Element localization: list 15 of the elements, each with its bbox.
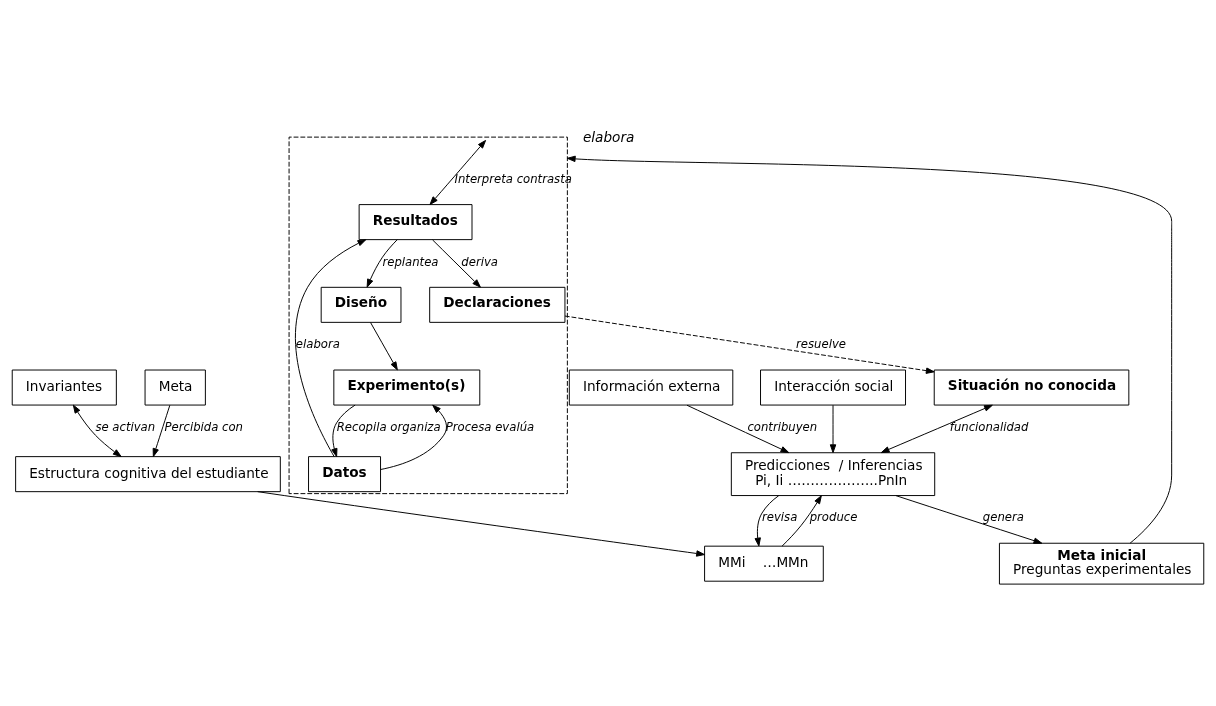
edge-label: revisa bbox=[761, 510, 798, 525]
edge-label: genera bbox=[982, 510, 1024, 525]
edge-label: Recopila organiza bbox=[336, 419, 441, 434]
edge-label: replantea bbox=[382, 254, 439, 269]
edge-label: se activan bbox=[95, 419, 156, 434]
label: elabora bbox=[582, 129, 635, 146]
edge-label: contribuyen bbox=[747, 419, 818, 434]
edge-label: Procesa evalúa bbox=[445, 419, 535, 434]
edge-label: Interpreta contrasta bbox=[454, 171, 572, 186]
edge-label: elabora bbox=[295, 337, 340, 352]
edge-label: produce bbox=[809, 510, 858, 525]
edge-label: deriva bbox=[461, 254, 498, 269]
edge-label: Percibida con bbox=[164, 419, 243, 434]
edge-label: funcionalidad bbox=[949, 419, 1029, 434]
edge-label: resuelve bbox=[796, 337, 846, 352]
